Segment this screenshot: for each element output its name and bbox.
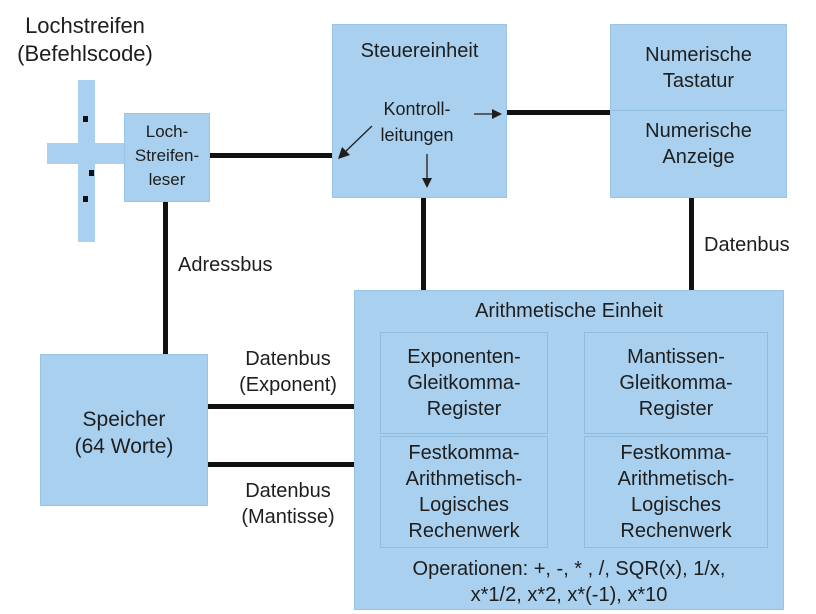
io-divider bbox=[612, 110, 785, 111]
io-to-alu-bus bbox=[689, 198, 694, 290]
arithmetic-unit-title: Arithmetische Einheit bbox=[475, 300, 663, 322]
reader-to-control-bus bbox=[210, 153, 332, 158]
numeric-keyboard-label: Numerische Tastatur bbox=[645, 44, 752, 92]
tape-reader-label: Loch- Streifen- leser bbox=[134, 122, 200, 189]
mantissa-alu-box: Festkomma- Arithmetisch- Logisches Reche… bbox=[584, 436, 768, 548]
control-lines-label: Kontroll- leitungen bbox=[380, 99, 454, 145]
io-unit-block bbox=[610, 24, 787, 198]
io-data-bus-label: Datenbus bbox=[704, 234, 790, 256]
memory-label: Speicher (64 Worte) bbox=[74, 408, 174, 458]
exponent-register-box: Exponenten- Gleitkomma- Register bbox=[380, 332, 548, 434]
address-bus-label: Adressbus bbox=[178, 254, 273, 276]
exponent-data-bus-line bbox=[208, 404, 354, 409]
mantissa-register-box: Mantissen- Gleitkomma- Register bbox=[584, 332, 768, 434]
control-to-io-bus bbox=[507, 110, 610, 115]
tape-reader-block bbox=[124, 113, 210, 202]
tape-hole bbox=[83, 116, 88, 122]
address-bus-line bbox=[163, 202, 168, 354]
control-unit-title: Steuereinheit bbox=[360, 40, 479, 62]
mantissa-data-bus-line bbox=[208, 462, 354, 467]
operations-label: Operationen: +, -, * , /, SQR(x), 1/x, x… bbox=[412, 558, 726, 606]
exponent-alu-box: Festkomma- Arithmetisch- Logisches Reche… bbox=[380, 436, 548, 548]
exponent-data-bus-label: Datenbus (Exponent) bbox=[239, 348, 337, 396]
control-unit-block bbox=[332, 24, 507, 198]
tape-hole bbox=[89, 170, 94, 176]
numeric-display-label: Numerische Anzeige bbox=[645, 120, 752, 168]
punched-tape-label: Lochstreifen (Befehlscode) bbox=[17, 13, 153, 66]
memory-block bbox=[40, 354, 208, 506]
control-to-alu-bus bbox=[421, 198, 426, 290]
mantissa-data-bus-label: Datenbus (Mantisse) bbox=[241, 480, 335, 528]
tape-hole bbox=[83, 196, 88, 202]
punched-tape-horizontal-strip bbox=[47, 143, 132, 164]
